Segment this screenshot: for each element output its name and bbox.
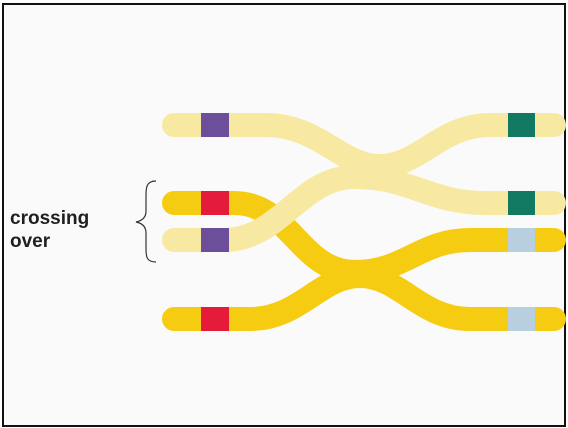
- band-purple-top: [201, 113, 229, 137]
- band-red-upper: [201, 191, 229, 215]
- crossing-over-label-line1: crossing: [10, 208, 89, 229]
- band-red-bottom: [201, 307, 229, 331]
- band-purple-lower: [201, 228, 229, 252]
- band-lightblue-bottom: [508, 307, 535, 331]
- band-lightblue-lower: [508, 228, 535, 252]
- crossing-over-label-line2: over: [10, 231, 51, 252]
- band-teal-upper: [508, 191, 535, 215]
- band-teal-top: [508, 113, 535, 137]
